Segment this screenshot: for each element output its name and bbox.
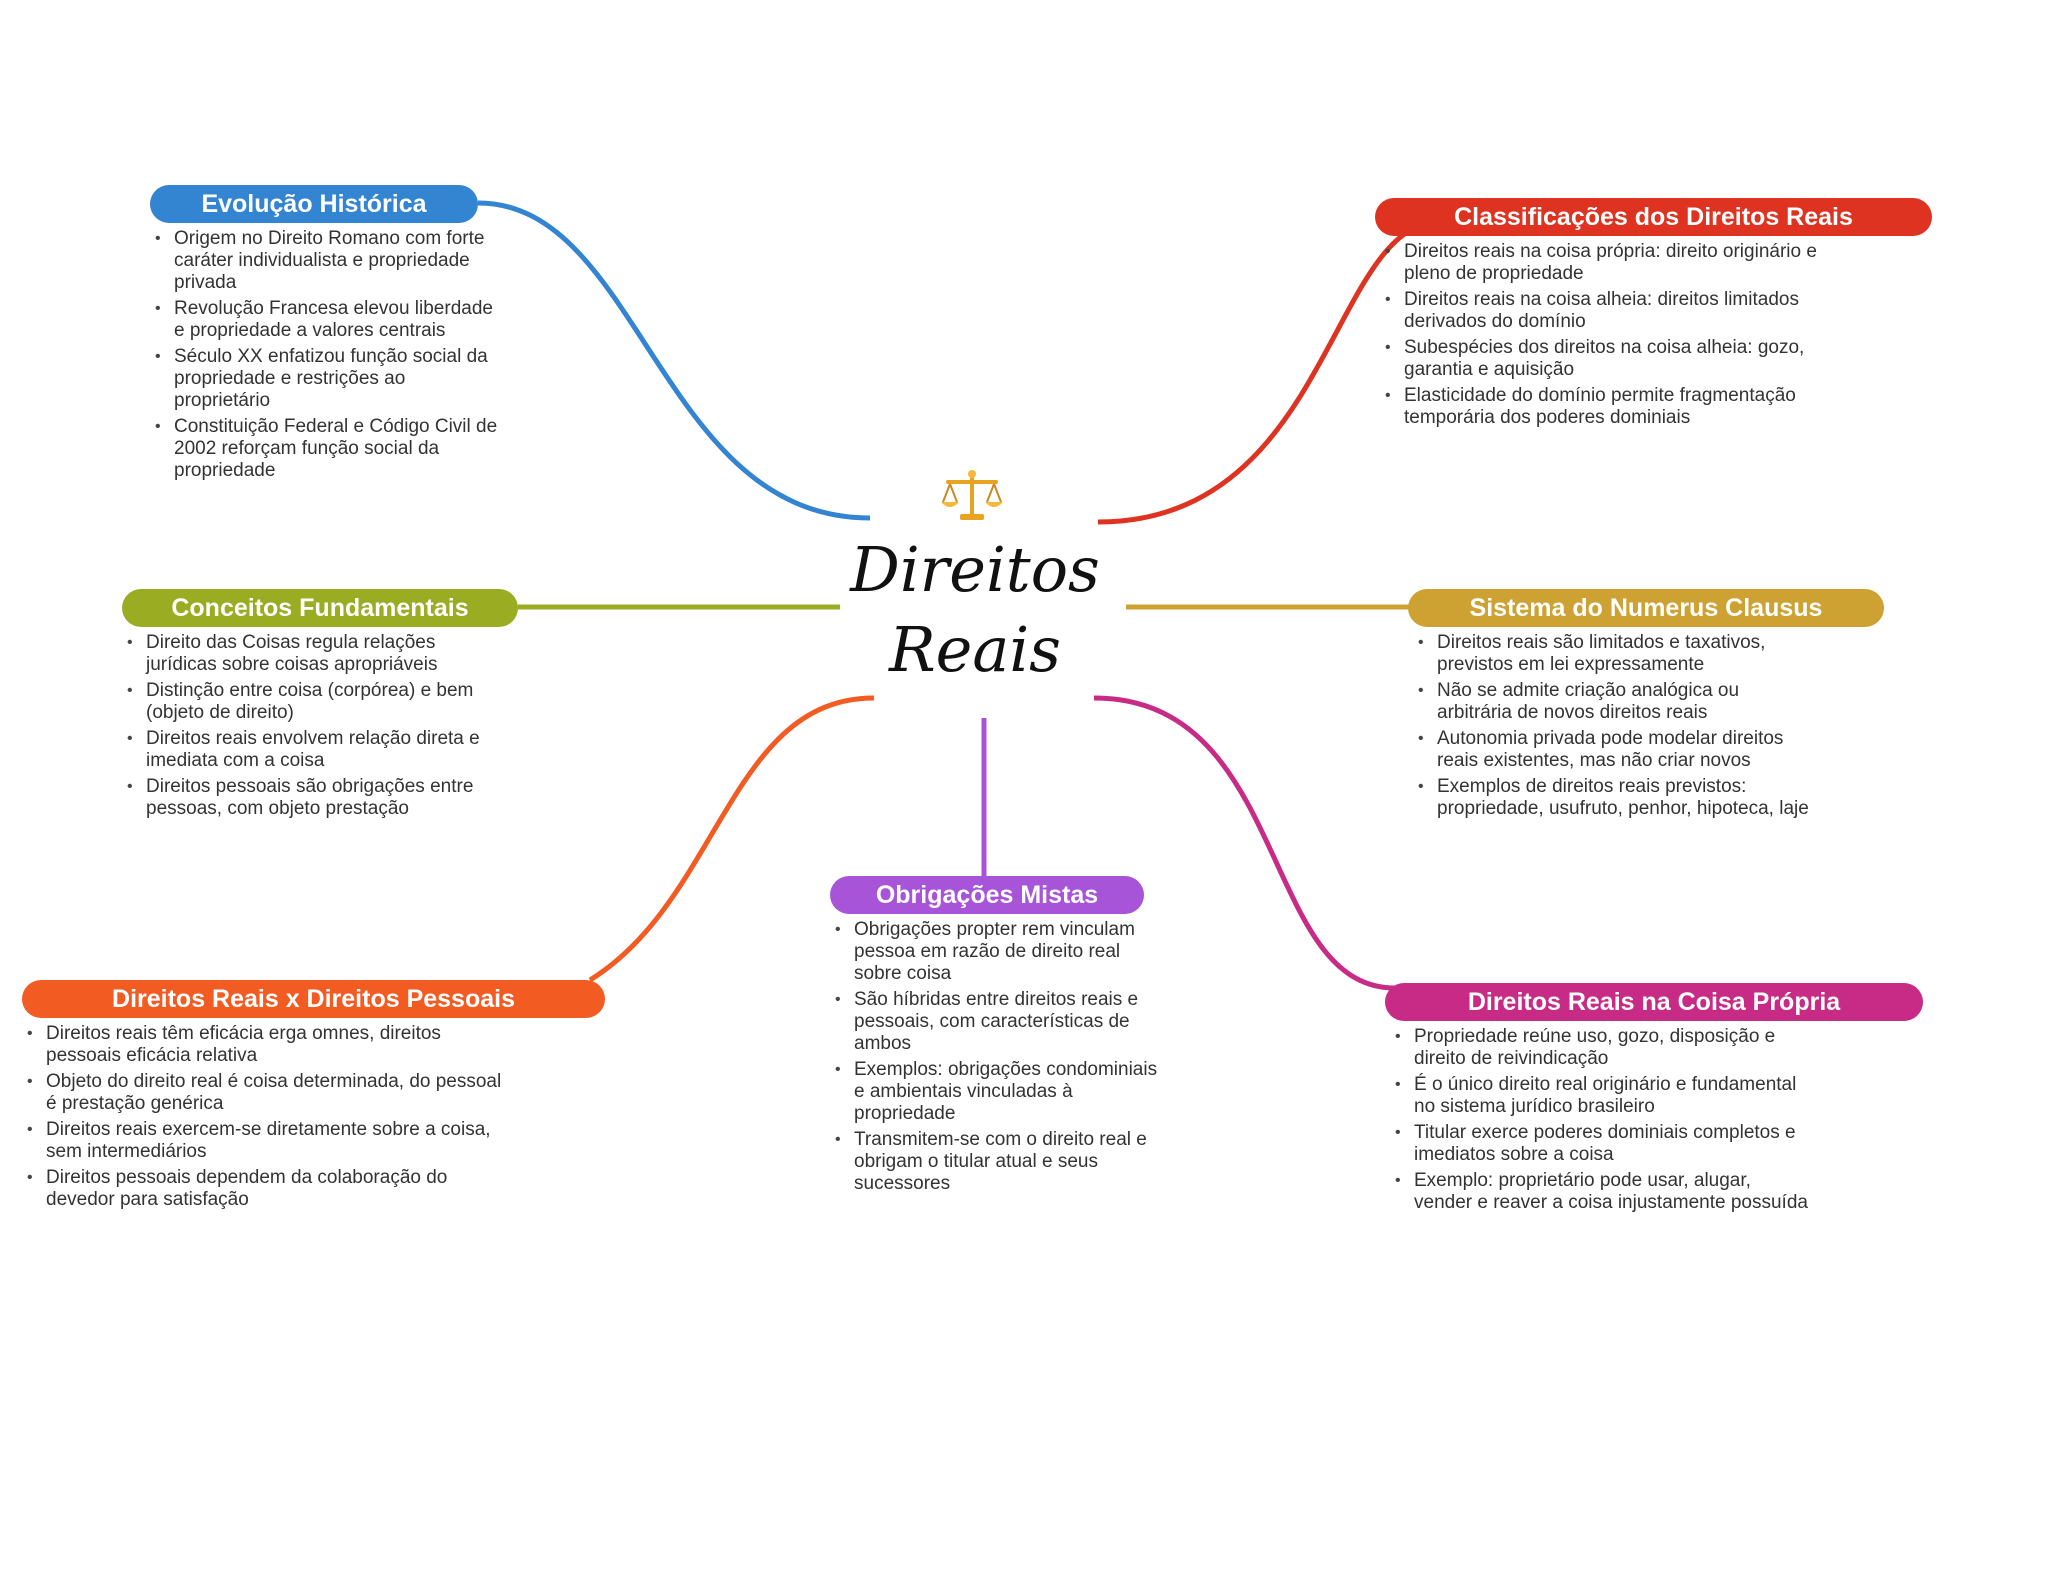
list-item: Direitos reais são limitados e taxativos… xyxy=(1413,632,1813,676)
branch-propria-title: Direitos Reais na Coisa Própria xyxy=(1385,983,1923,1021)
list-item: Objeto do direito real é coisa determina… xyxy=(22,1071,502,1115)
list-item: Direitos reais envolvem relação direta e… xyxy=(122,728,502,772)
list-item: Século XX enfatizou função social da pro… xyxy=(150,346,500,412)
list-item: São híbridas entre direitos reais e pess… xyxy=(830,989,1170,1055)
branch-classificacoes-title: Classificações dos Direitos Reais xyxy=(1375,198,1932,236)
branch-evolucao-list: Origem no Direito Romano com forte carát… xyxy=(150,228,500,486)
branch-propria-list: Propriedade reúne uso, gozo, disposição … xyxy=(1390,1026,1810,1218)
list-item: Direito das Coisas regula relações juríd… xyxy=(122,632,502,676)
branch-classificacoes-list: Direitos reais na coisa própria: direito… xyxy=(1380,241,1830,433)
branch-numerus-list: Direitos reais são limitados e taxativos… xyxy=(1413,632,1813,824)
branch-evolucao-title: Evolução Histórica xyxy=(150,185,478,223)
list-item: Direitos reais têm eficácia erga omnes, … xyxy=(22,1023,502,1067)
list-item: Exemplos de direitos reais previstos: pr… xyxy=(1413,776,1813,820)
branch-pessoais-title: Direitos Reais x Direitos Pessoais xyxy=(22,980,605,1018)
branch-mistas-title: Obrigações Mistas xyxy=(830,876,1144,914)
list-item: Distinção entre coisa (corpórea) e bem (… xyxy=(122,680,502,724)
connector-classificacoes xyxy=(1097,219,1441,525)
list-item: Autonomia privada pode modelar direitos … xyxy=(1413,728,1813,772)
list-item: Constituição Federal e Código Civil de 2… xyxy=(150,416,500,482)
connector-evolucao xyxy=(477,200,871,521)
branch-conceitos-list: Direito das Coisas regula relações juríd… xyxy=(122,632,502,824)
list-item: Revolução Francesa elevou liberdade e pr… xyxy=(150,298,500,342)
list-item: Direitos pessoais são obrigações entre p… xyxy=(122,776,502,820)
connector-propria xyxy=(1093,695,1396,991)
list-item: Obrigações propter rem vinculam pessoa e… xyxy=(830,919,1170,985)
list-item: Direitos reais na coisa alheia: direitos… xyxy=(1380,289,1830,333)
branch-pessoais-list: Direitos reais têm eficácia erga omnes, … xyxy=(22,1023,502,1215)
list-item: Origem no Direito Romano com forte carát… xyxy=(150,228,500,294)
list-item: Não se admite criação analógica ou arbit… xyxy=(1413,680,1813,724)
center-title-line1: Direitos xyxy=(850,533,1100,606)
list-item: Elasticidade do domínio permite fragment… xyxy=(1380,385,1830,429)
connector-pessoais xyxy=(588,695,875,983)
list-item: Propriedade reúne uso, gozo, disposição … xyxy=(1390,1026,1810,1070)
branch-numerus-title: Sistema do Numerus Clausus xyxy=(1408,589,1884,627)
balance-scale-icon xyxy=(941,470,1003,520)
center-title-line2: Reais xyxy=(889,613,1061,686)
list-item: Direitos reais exercem-se diretamente so… xyxy=(22,1119,502,1163)
center-title: Direitos Reais xyxy=(850,530,1100,690)
branch-mistas-list: Obrigações propter rem vinculam pessoa e… xyxy=(830,919,1170,1199)
list-item: Transmitem-se com o direito real e obrig… xyxy=(830,1129,1170,1195)
list-item: Subespécies dos direitos na coisa alheia… xyxy=(1380,337,1830,381)
list-item: É o único direito real originário e fund… xyxy=(1390,1074,1810,1118)
list-item: Titular exerce poderes dominiais complet… xyxy=(1390,1122,1810,1166)
list-item: Exemplo: proprietário pode usar, alugar,… xyxy=(1390,1170,1810,1214)
list-item: Exemplos: obrigações condominiais e ambi… xyxy=(830,1059,1170,1125)
branch-conceitos-title: Conceitos Fundamentais xyxy=(122,589,518,627)
list-item: Direitos reais na coisa própria: direito… xyxy=(1380,241,1830,285)
list-item: Direitos pessoais dependem da colaboraçã… xyxy=(22,1167,502,1211)
